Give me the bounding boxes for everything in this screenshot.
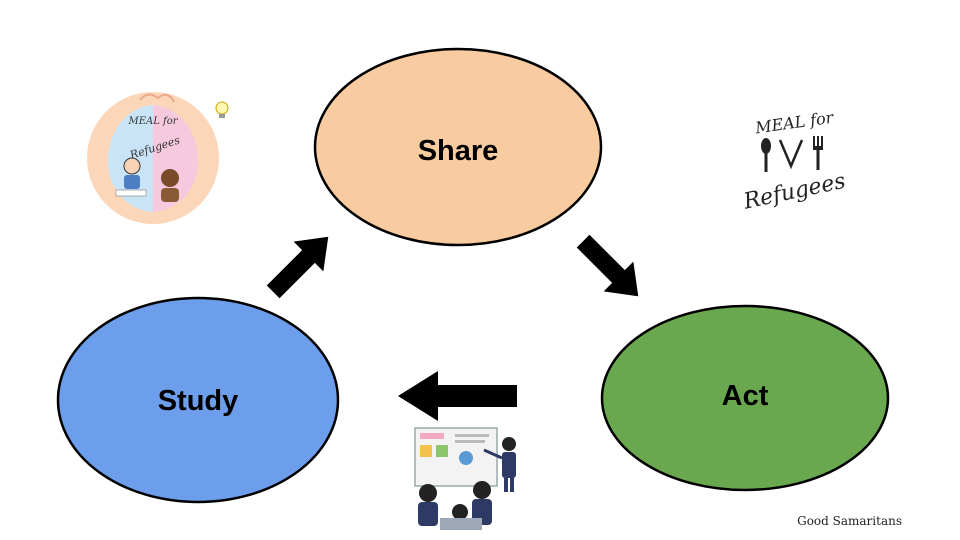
node-study: Study <box>56 296 340 504</box>
meal-for-refugees-logo-icon: MEAL for Refugees <box>741 107 848 214</box>
lightbulb-icon <box>215 101 229 118</box>
node-study-label: Study <box>158 385 239 417</box>
logo-line1: MEAL for <box>753 107 836 137</box>
child-figure-left <box>115 157 147 197</box>
logo-line2: Refugees <box>741 169 848 215</box>
meal-for-refugees-badge-icon: MEAL for Refugees <box>87 92 229 224</box>
node-act-shape <box>600 304 890 492</box>
node-study-shape <box>56 296 340 504</box>
arrow-share-to-act-icon <box>576 234 639 297</box>
arrow-act-to-study-icon <box>398 371 517 421</box>
presentation-illustration-icon <box>414 427 516 530</box>
node-act-label: Act <box>722 380 769 412</box>
arrow-study-to-share-icon <box>266 236 329 299</box>
badge-line1: MEAL for <box>127 116 178 127</box>
fork-icon <box>813 136 823 170</box>
node-share-shape <box>313 47 603 247</box>
presenter-figure <box>483 437 516 492</box>
footer-credit: Good Samaritans <box>797 514 902 528</box>
child-figure-right <box>161 169 179 202</box>
node-share: Share <box>313 47 603 247</box>
node-share-label: Share <box>418 135 499 167</box>
spoon-icon <box>761 138 771 172</box>
node-act: Act <box>600 304 890 492</box>
v-mark-icon <box>778 139 804 170</box>
audience-figures <box>418 481 492 530</box>
